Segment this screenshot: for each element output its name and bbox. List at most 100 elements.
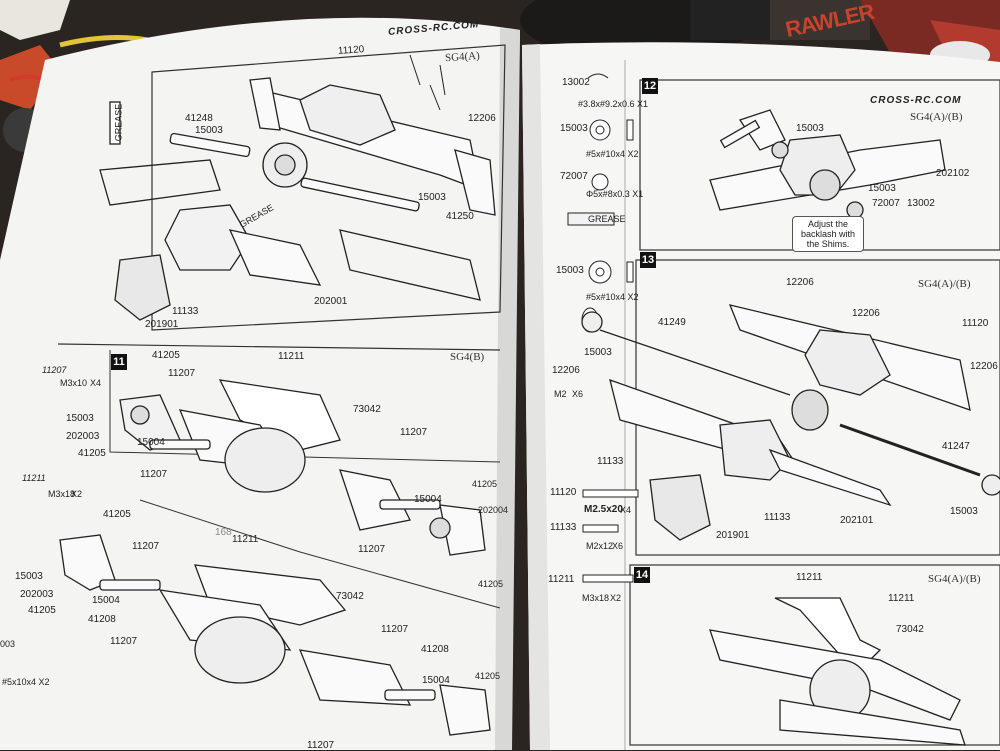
side-spec-label: #5x10x4 X2 bbox=[2, 677, 50, 687]
part-label: 41205 bbox=[478, 579, 504, 589]
part-label: 202102 bbox=[936, 168, 970, 179]
part-label: 73042 bbox=[896, 624, 924, 635]
part-label: 11207 bbox=[358, 544, 386, 555]
part-label: 11133 bbox=[172, 306, 199, 317]
hardware-size: M3x18 bbox=[582, 593, 610, 603]
grease-label: GREASE bbox=[237, 202, 276, 230]
part-label: 15003 bbox=[584, 347, 612, 358]
step-12-number: 12 bbox=[642, 78, 658, 94]
part-label: 202001 bbox=[314, 296, 348, 307]
step-13-number: 13 bbox=[640, 252, 656, 268]
step-14-number: 14 bbox=[634, 567, 650, 583]
parts-list-number: 15003 bbox=[560, 123, 588, 134]
part-label: 11207 bbox=[168, 368, 196, 379]
part-label: 11207 bbox=[400, 427, 428, 438]
part-label: 41208 bbox=[421, 644, 449, 655]
part-label: 11207 bbox=[381, 624, 409, 635]
parts-list-grease: GREASE bbox=[588, 214, 626, 224]
part-label: 202003 bbox=[20, 589, 54, 600]
part-label: 11207 bbox=[140, 469, 168, 480]
part-label: 15004 bbox=[422, 675, 450, 686]
part-label: 12206 bbox=[786, 277, 814, 288]
part-label: 11133 bbox=[597, 456, 624, 467]
part-label: 201901 bbox=[145, 319, 179, 330]
hardware-qty: X6 bbox=[572, 389, 584, 399]
part-label: 41205 bbox=[472, 479, 498, 489]
left-manual-page: CROSS-RC.COM SG4(A) 11120 12206 41248 15… bbox=[0, 19, 509, 751]
side-part-label: 003 bbox=[0, 639, 16, 649]
part-label: 11207 bbox=[132, 541, 160, 552]
step-11-tag: SG4(B) bbox=[450, 351, 485, 363]
part-label: 15004 bbox=[92, 595, 120, 606]
hardware-part: 11133 bbox=[550, 522, 577, 533]
part-label: 202101 bbox=[840, 515, 874, 526]
part-label: 41205 bbox=[28, 605, 56, 616]
part-label: 12206 bbox=[970, 361, 998, 372]
part-label: 41205 bbox=[475, 671, 501, 681]
parts-list-number: 13002 bbox=[562, 77, 590, 88]
hardware-qty: X2 bbox=[610, 593, 622, 603]
part-label: 202003 bbox=[66, 431, 100, 442]
part-label: 13002 bbox=[907, 198, 935, 209]
left-page-brand: CROSS-RC.COM bbox=[387, 19, 480, 38]
hardware-qty: X2 bbox=[71, 489, 83, 499]
part-label: 15003 bbox=[868, 183, 896, 194]
part-label: 15003 bbox=[418, 192, 446, 203]
part-label: 12206 bbox=[852, 308, 880, 319]
hardware-part: 11120 bbox=[550, 487, 577, 498]
part-label: 15003 bbox=[15, 571, 43, 582]
parts-list-spec: #5x#10x4 X2 bbox=[586, 292, 639, 302]
grease-tube-label: GREASE bbox=[113, 103, 124, 142]
hardware-part: 11207 bbox=[42, 365, 67, 375]
hardware-qty: X4 bbox=[620, 505, 632, 515]
part-label: 11211 bbox=[796, 572, 823, 583]
backlash-note: Adjust the backlash with the Shims. bbox=[792, 216, 864, 252]
hardware-part: 12206 bbox=[552, 365, 580, 376]
part-label: 11133 bbox=[764, 512, 791, 523]
part-label: 73042 bbox=[353, 404, 381, 415]
part-label: 11120 bbox=[337, 44, 365, 57]
part-label: 11211 bbox=[278, 351, 305, 362]
part-label: 41205 bbox=[103, 509, 131, 520]
part-label: 15003 bbox=[796, 123, 824, 134]
part-label: 11207 bbox=[110, 636, 138, 647]
parts-list-spec: Φ5x#8x0.3 X1 bbox=[586, 189, 644, 199]
hardware-size: M3x10 bbox=[60, 378, 88, 388]
part-label: 41247 bbox=[942, 441, 970, 452]
parts-list-spec: #5x#10x4 X2 bbox=[586, 149, 639, 159]
measure-label: 168 bbox=[215, 527, 232, 538]
part-label: 11211 bbox=[232, 534, 259, 545]
hardware-size: M2.5x20 bbox=[584, 504, 623, 515]
parts-list-number: 72007 bbox=[560, 171, 588, 182]
parts-list-number: 15003 bbox=[556, 265, 584, 276]
part-label: 202004 bbox=[478, 505, 509, 515]
hardware-size: M2x12 bbox=[586, 541, 614, 551]
part-label: 11207 bbox=[307, 740, 335, 751]
part-label: 12206 bbox=[468, 113, 496, 124]
hardware-part: 11211 bbox=[22, 473, 46, 483]
hardware-qty: X4 bbox=[90, 378, 102, 388]
hardware-part: 11211 bbox=[548, 574, 575, 585]
part-label: 11211 bbox=[888, 593, 915, 604]
step-13-tag: SG4(A)/(B) bbox=[918, 278, 971, 290]
part-label: 15004 bbox=[137, 437, 165, 448]
part-label: 15003 bbox=[66, 413, 94, 424]
hardware-size: M2 bbox=[554, 389, 567, 399]
step-12-tag: SG4(A)/(B) bbox=[910, 111, 963, 123]
top-section-tag: SG4(A) bbox=[444, 49, 481, 65]
step-14-tag: SG4(A)/(B) bbox=[928, 573, 981, 585]
part-label: 201901 bbox=[716, 530, 750, 541]
part-label: 73042 bbox=[336, 591, 364, 602]
part-label: 41205 bbox=[78, 448, 106, 459]
hardware-size: M3x18 bbox=[48, 489, 76, 499]
part-label: 41205 bbox=[152, 350, 180, 361]
right-page-brand: CROSS-RC.COM bbox=[870, 95, 962, 106]
part-label: 41208 bbox=[88, 614, 116, 625]
step-11-number: 11 bbox=[111, 354, 127, 370]
part-label: 41249 bbox=[658, 317, 686, 328]
part-label: 72007 bbox=[872, 198, 900, 209]
part-label: 15004 bbox=[414, 494, 442, 505]
part-label: 15003 bbox=[950, 506, 978, 517]
part-label: 11120 bbox=[962, 318, 989, 329]
